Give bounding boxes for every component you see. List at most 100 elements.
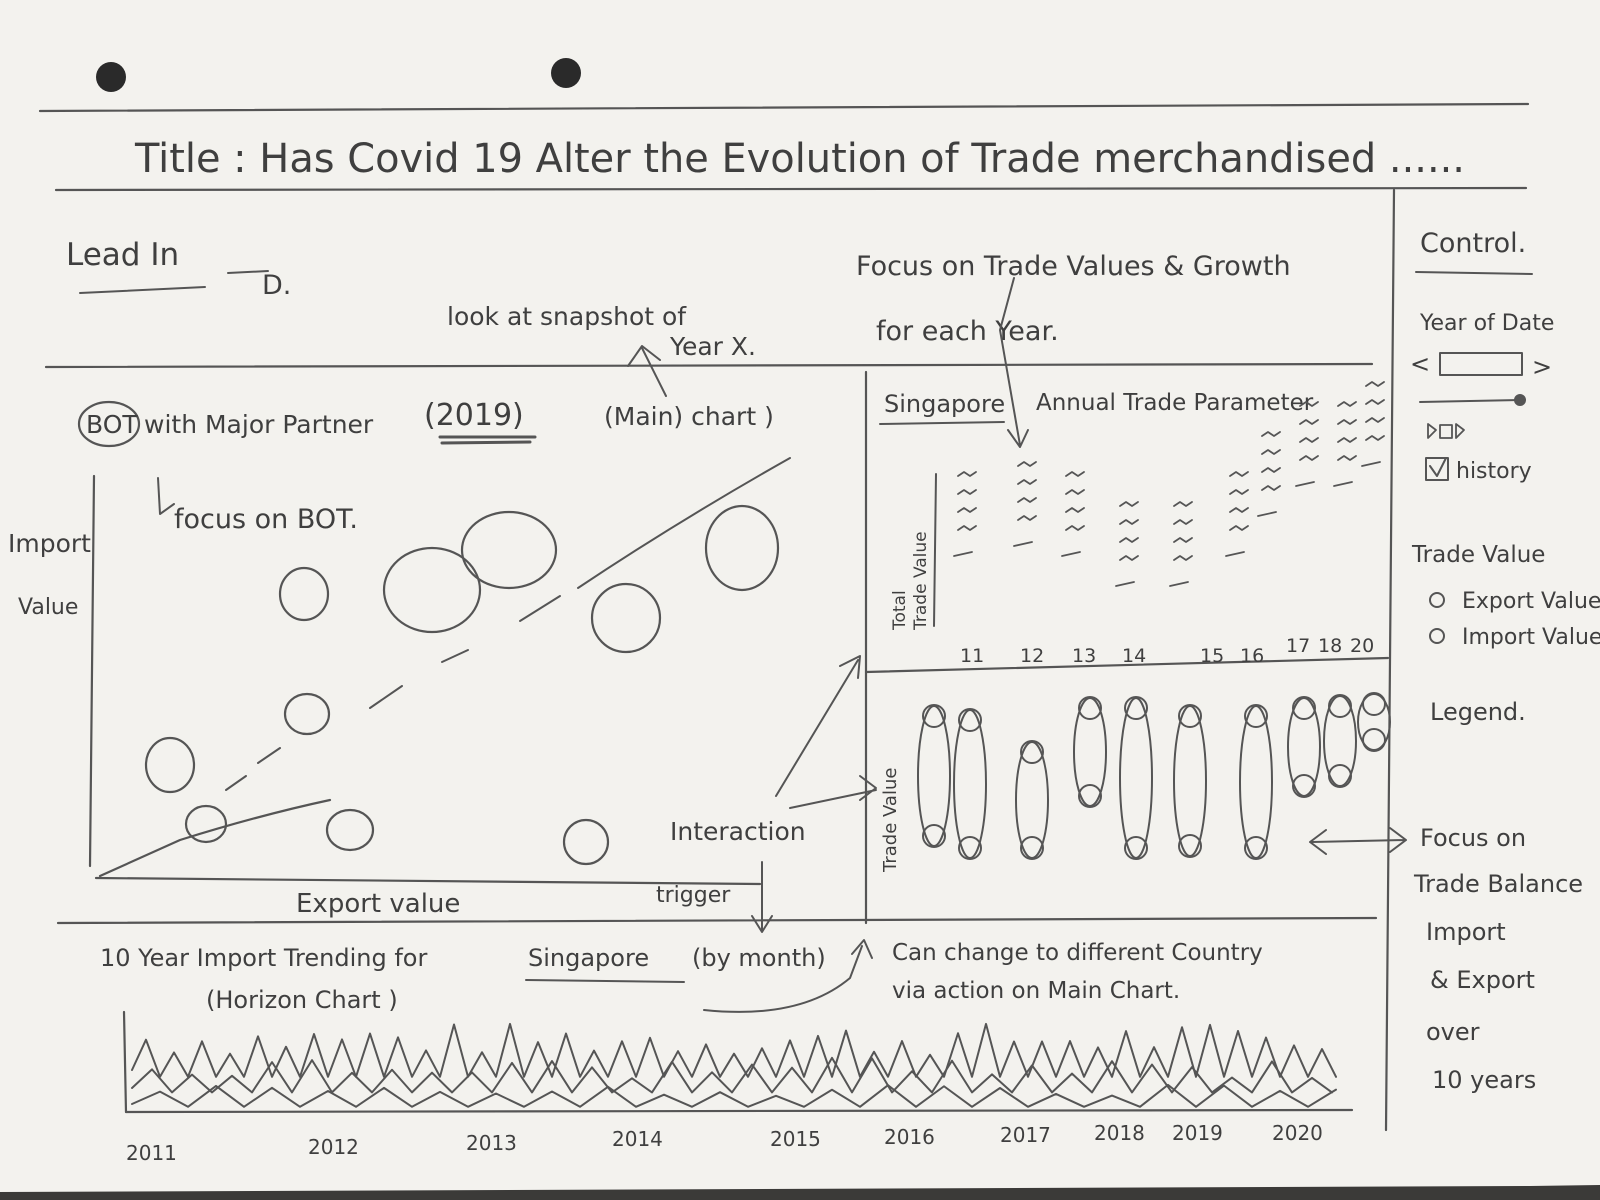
import-legend-icon [1429, 628, 1445, 644]
year-tick: 17 [1286, 635, 1310, 657]
dumbbell-import-circle [1178, 834, 1202, 858]
annual-mark-baseline [1061, 551, 1081, 557]
annual-mark-glyph [1261, 485, 1281, 491]
dumbbell-import-circle [1244, 836, 1268, 860]
year-next-arrow[interactable]: > [1532, 353, 1552, 381]
annual-mark-glyph [1119, 555, 1139, 561]
bot-highlight-circle [77, 400, 141, 448]
control-title: Control. [1420, 228, 1526, 259]
annual-mark-glyph [1017, 515, 1037, 521]
singapore-panel-ylabel-1: Total [890, 590, 910, 631]
horizon-title-country: Singapore [528, 944, 649, 972]
bubble-partner-7[interactable] [144, 736, 196, 794]
year-tick: 15 [1200, 645, 1224, 667]
dumbbell-export-circle [1020, 740, 1044, 764]
annual-mark-glyph [1065, 525, 1085, 531]
lead-in-label: Lead In [66, 237, 179, 273]
annual-mark-glyph [1261, 467, 1281, 473]
main-chart-title-bot: BOT [86, 410, 138, 439]
bubble-partner-5[interactable] [704, 504, 780, 592]
horizon-band-bottom [131, 1083, 1337, 1108]
year-tick: 2019 [1172, 1121, 1223, 1145]
dumbbell-export-circle [1328, 694, 1352, 718]
trade-value-label: Trade Value [1411, 542, 1545, 568]
year-prev-arrow[interactable]: < [1410, 350, 1430, 378]
annual-mark-glyph [1119, 501, 1139, 507]
year-selector-box[interactable] [1439, 352, 1523, 376]
punch-hole-right [551, 58, 581, 88]
annual-mark-glyph [1365, 417, 1385, 423]
bubble-partner-10[interactable] [562, 818, 610, 866]
bubble-partner-4[interactable] [590, 582, 662, 654]
year-tick: 20 [1350, 635, 1374, 657]
annual-mark-baseline [1225, 551, 1245, 557]
bubble-partner-8[interactable] [184, 804, 228, 844]
annual-mark-glyph [1173, 555, 1193, 561]
annual-mark-glyph [1365, 381, 1385, 387]
main-chart-bubbles [144, 504, 780, 866]
annual-mark-glyph [1017, 479, 1037, 485]
dumbbell-export-circle [1178, 704, 1202, 728]
singapore-panel-country: Singapore [884, 390, 1005, 418]
annual-mark-glyph [1365, 399, 1385, 405]
trade-balance-dumbbells [917, 692, 1391, 860]
main-chart-title: with Major Partner [144, 410, 374, 439]
main-chart-trend-dashes [225, 457, 791, 791]
page-title: Title : Has Covid 19 Alter the Evolution… [134, 136, 1465, 182]
year-tick: 2012 [308, 1135, 359, 1159]
main-chart-note: focus on BOT. [174, 504, 358, 535]
dumbbell-import-circle [1328, 764, 1352, 788]
annual-mark-glyph [1017, 461, 1037, 467]
trigger-label: trigger [656, 883, 731, 908]
dumbbell-export-circle [1244, 704, 1268, 728]
annual-mark-glyph [1299, 401, 1319, 407]
lead-in-note-1: look at snapshot of [447, 302, 687, 331]
dumbbell-export-circle [1078, 696, 1102, 720]
export-legend-label: Export Value [1462, 589, 1600, 614]
singapore-panel-ylabel-2: Trade Value [911, 531, 931, 631]
singapore-year-ticks: 11 12 13 14 15 16 17 18 20 [960, 635, 1374, 667]
lead-in-focus-2: for each Year. [876, 316, 1059, 347]
year-tick: 12 [1020, 645, 1044, 667]
annual-mark-glyph [1173, 519, 1193, 525]
annual-mark-glyph [957, 507, 977, 513]
annual-mark-glyph [1337, 401, 1357, 407]
bubble-partner-9[interactable] [325, 808, 375, 852]
bubble-partner-3[interactable] [460, 510, 558, 590]
horizon-year-ticks: 2011 2012 2013 2014 2015 2016 2017 2018 … [126, 1121, 1323, 1165]
lead-in-arrow [627, 345, 667, 397]
import-legend-label: Import Value [1462, 625, 1600, 650]
interaction-label: Interaction [670, 817, 806, 846]
punch-hole-left [96, 62, 126, 92]
lead-in-focus-1: Focus on Trade Values & Growth [856, 251, 1291, 282]
dumbbell-export-circle [1292, 696, 1316, 720]
annual-mark-glyph [957, 471, 977, 477]
annual-mark-glyph [1337, 437, 1357, 443]
dumbbell-import-circle [1292, 774, 1316, 798]
year-tick: 14 [1122, 645, 1146, 667]
dumbbell-panel-ylabel: Trade Value [880, 768, 901, 873]
annual-mark-glyph [1119, 519, 1139, 525]
bubble-partner-1[interactable] [278, 566, 330, 622]
horizon-title-prefix: 10 Year Import Trending for [100, 944, 427, 972]
bubble-partner-6[interactable] [283, 692, 331, 736]
main-chart-xlabel: Export value [296, 889, 460, 919]
bubble-partner-2[interactable] [382, 546, 482, 634]
history-checkbox[interactable] [1425, 457, 1449, 481]
dumbbell-export-circle [958, 708, 982, 732]
annual-mark-glyph [957, 489, 977, 495]
horizon-note-2: via action on Main Chart. [892, 978, 1180, 1004]
annual-mark-glyph [1337, 455, 1357, 461]
dumbbell-import-circle [958, 836, 982, 860]
main-chart-ylabel-2: Value [18, 595, 78, 620]
annual-mark-glyph [1261, 449, 1281, 455]
layout-grid [38, 102, 1530, 1132]
annual-mark-baseline [1361, 461, 1381, 467]
playback-controls[interactable] [1427, 423, 1465, 439]
year-tick: 2017 [1000, 1123, 1051, 1147]
year-slider[interactable] [1419, 394, 1526, 406]
dumbbell-import-circle [1078, 784, 1102, 808]
horizon-note-1: Can change to different Country [892, 940, 1263, 966]
annual-mark-glyph [1065, 507, 1085, 513]
